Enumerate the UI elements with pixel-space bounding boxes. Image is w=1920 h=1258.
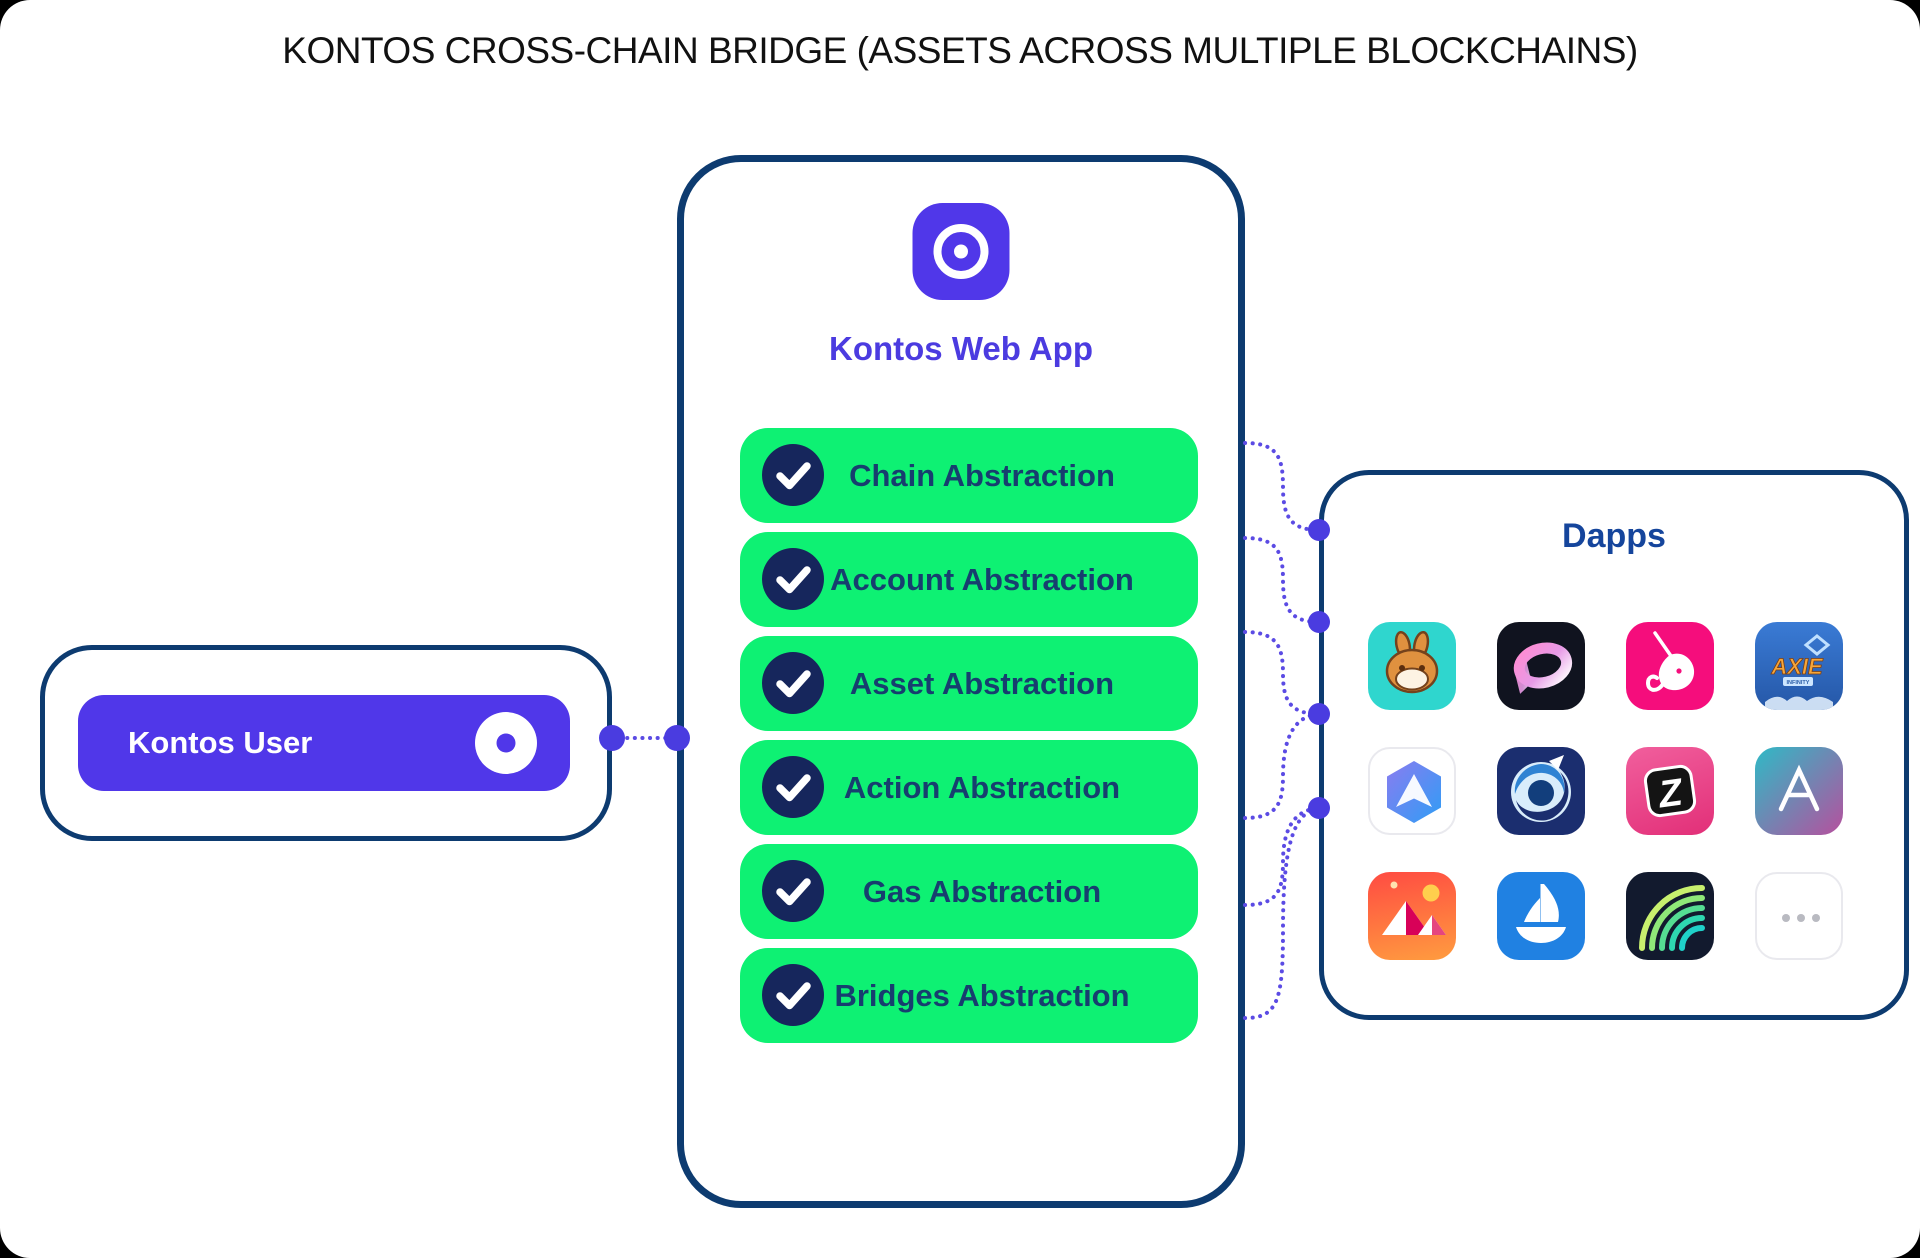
kontos-web-app-panel: Kontos Web App Chain Abstraction Account… (677, 155, 1245, 1208)
feature-label: Account Abstraction (830, 561, 1134, 597)
feature-label: Asset Abstraction (849, 665, 1115, 701)
quickswap-icon (1497, 747, 1585, 835)
feature-label: Chain Abstraction (849, 457, 1115, 493)
green-arcs-icon (1626, 872, 1714, 960)
svg-text:INFINITY: INFINITY (1787, 680, 1810, 686)
connector-phone-to-dapps-3 (1243, 630, 1321, 716)
decentraland-icon (1368, 872, 1456, 960)
pancakeswap-icon (1368, 622, 1456, 710)
uniswap-icon (1626, 622, 1714, 710)
kontos-logo-icon (912, 203, 1010, 300)
connector-phone-to-dapps-1 (1243, 441, 1321, 532)
kontos-user-box: Kontos User (40, 645, 612, 841)
hexagon-arrow-icon (1368, 747, 1456, 835)
aave-icon (1755, 747, 1843, 835)
feature-pill-asset-abstraction: Asset Abstraction (740, 636, 1198, 731)
magic-eden-icon (1497, 622, 1585, 710)
z-badge-icon: Z (1626, 747, 1714, 835)
svg-text:AXIE: AXIE (1770, 654, 1824, 679)
web-app-title: Kontos Web App (829, 330, 1093, 367)
dapps-title: Dapps (1562, 517, 1666, 555)
opensea-icon (1497, 872, 1585, 960)
more-dapps-icon (1755, 872, 1843, 960)
check-icon (762, 548, 824, 610)
feature-pill-chain-abstraction: Chain Abstraction (740, 428, 1198, 523)
feature-pill-action-abstraction: Action Abstraction (740, 740, 1198, 835)
kontos-ring-icon (475, 712, 537, 774)
kontos-user-label: Kontos User (128, 725, 313, 760)
feature-label: Bridges Abstraction (834, 977, 1130, 1013)
check-icon (762, 756, 824, 818)
connector-phone-to-dapps-2 (1243, 536, 1321, 624)
connector-phone-to-dapps-6 (1243, 806, 1321, 1020)
check-icon (762, 860, 824, 922)
kontos-user-pill: Kontos User (78, 695, 570, 791)
feature-label: Action Abstraction (843, 769, 1121, 805)
check-icon (762, 652, 824, 714)
axie-infinity-icon: AXIE INFINITY (1755, 622, 1843, 710)
feature-pill-gas-abstraction: Gas Abstraction (740, 844, 1198, 939)
dapps-grid: AXIE INFINITY (1368, 622, 1843, 960)
connector-phone-to-dapps-5 (1243, 806, 1321, 907)
feature-label: Gas Abstraction (862, 873, 1102, 909)
diagram-title: KONTOS CROSS-CHAIN BRIDGE (ASSETS ACROSS… (282, 30, 1638, 71)
feature-pill-account-abstraction: Account Abstraction (740, 532, 1198, 627)
check-icon (762, 444, 824, 506)
feature-pill-bridges-abstraction: Bridges Abstraction (740, 948, 1198, 1043)
connector-phone-to-dapps-4 (1243, 712, 1321, 820)
dapps-box: Dapps (1319, 470, 1909, 1020)
check-icon (762, 964, 824, 1026)
